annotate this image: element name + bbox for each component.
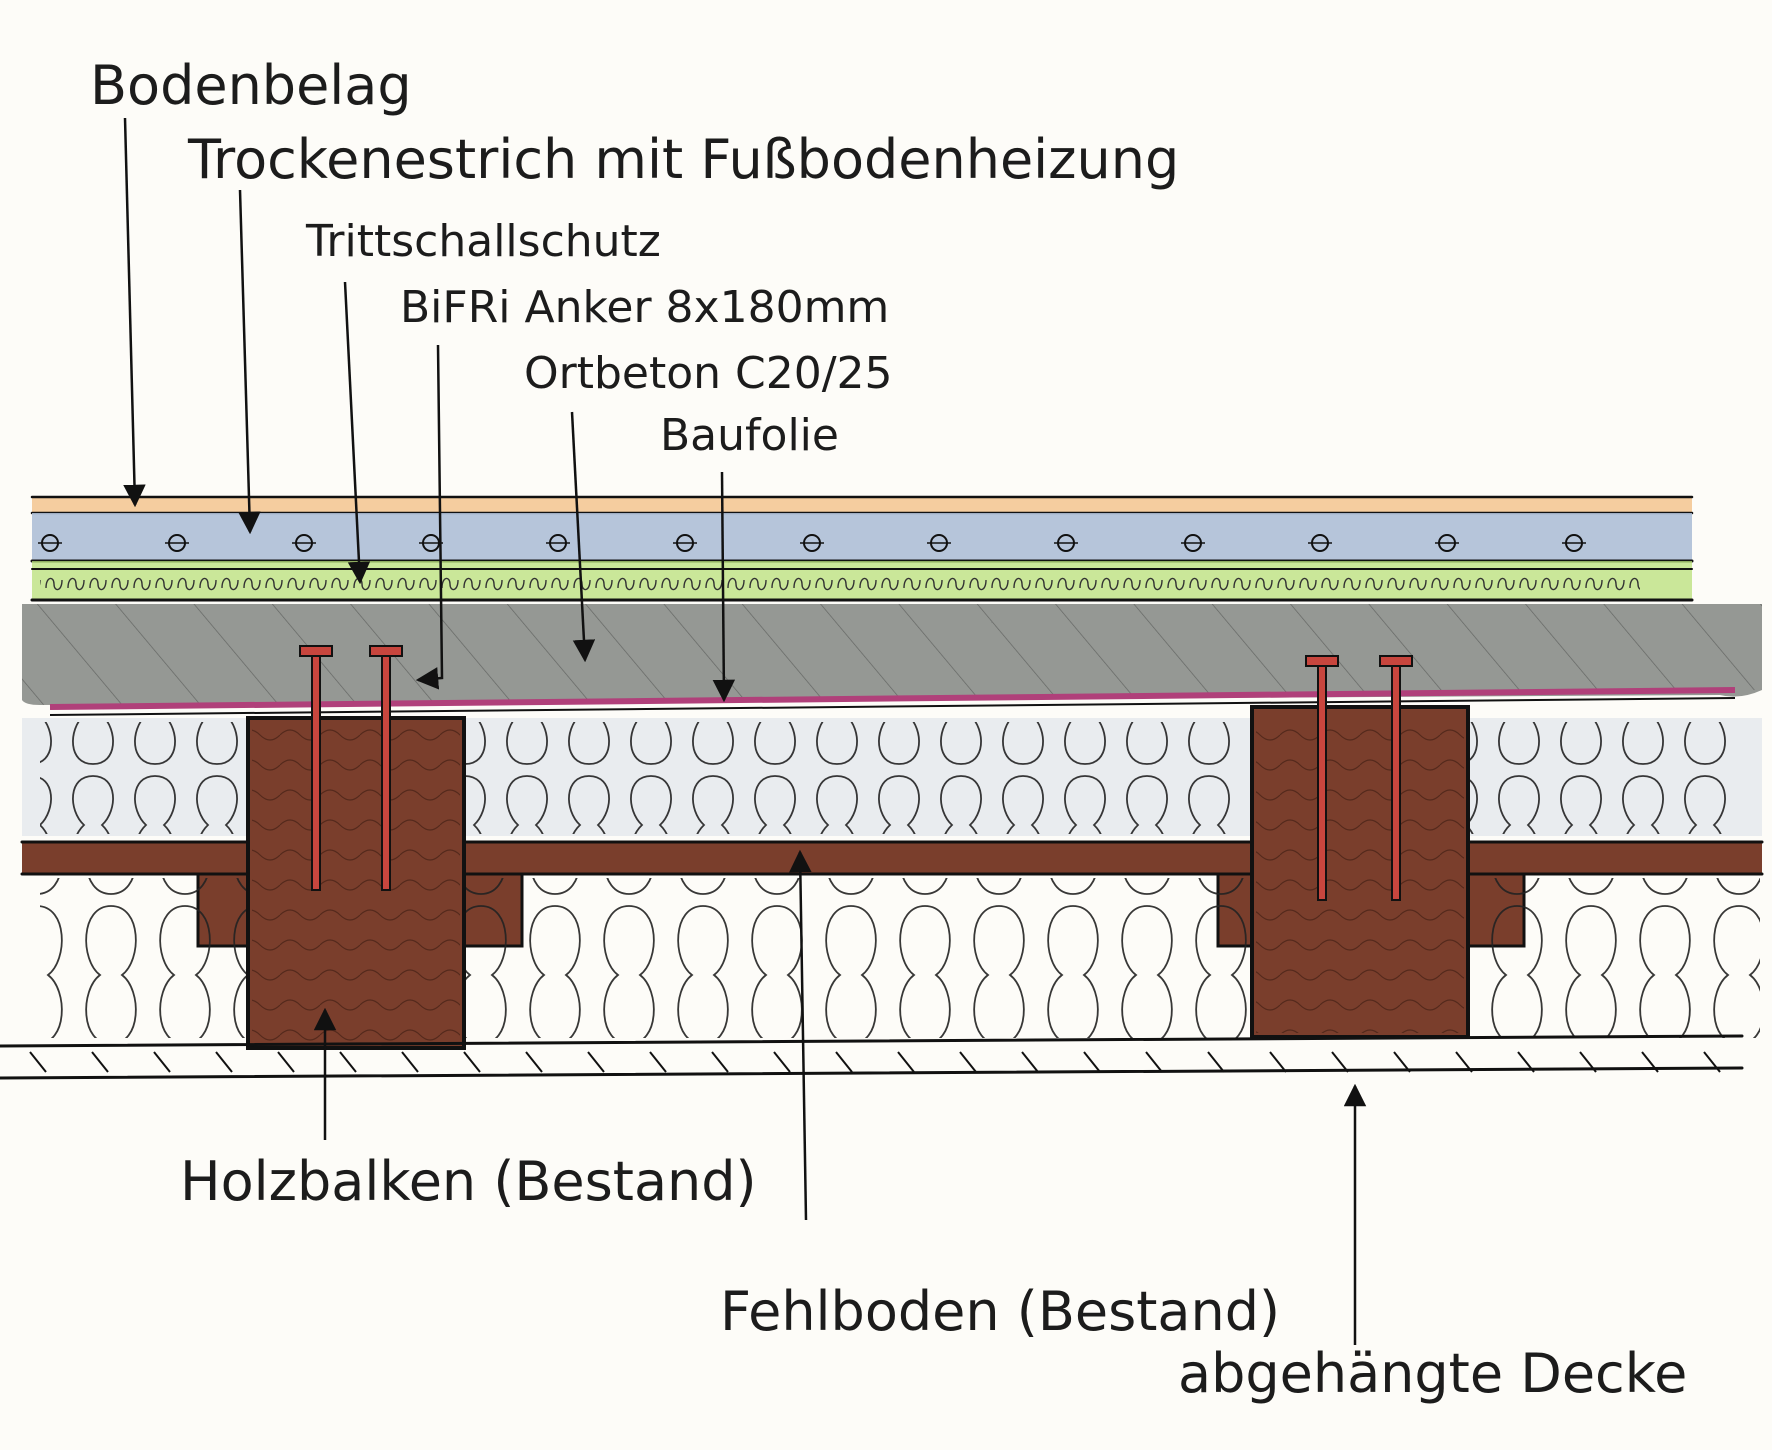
anchor-screws	[299, 645, 1413, 901]
timber-beam-left	[246, 716, 466, 1050]
label-holzbalken: Holzbalken (Bestand)	[180, 1150, 757, 1213]
floor-covering-layer	[32, 497, 1692, 513]
leader-lines	[123, 117, 1367, 1345]
label-fehlboden: Fehlboden (Bestand)	[720, 1280, 1280, 1343]
heating-pipes	[38, 534, 1586, 552]
label-bodenbelag: Bodenbelag	[90, 54, 412, 117]
label-trockenestrich: Trockenestrich mit Fußbodenheizung	[187, 128, 1179, 191]
label-trittschallschutz: Trittschallschutz	[305, 216, 661, 267]
construction-foil	[49, 687, 1736, 710]
label-baufolie: Baufolie	[660, 410, 839, 461]
label-bifri-anker: BiFRi Anker 8x180mm	[400, 282, 889, 333]
label-abgehaengte-decke: abgehängte Decke	[1178, 1342, 1687, 1405]
suspended-ceiling	[0, 1034, 1744, 1080]
label-ortbeton: Ortbeton C20/25	[524, 348, 893, 399]
timber-beam-right	[1250, 705, 1470, 1039]
